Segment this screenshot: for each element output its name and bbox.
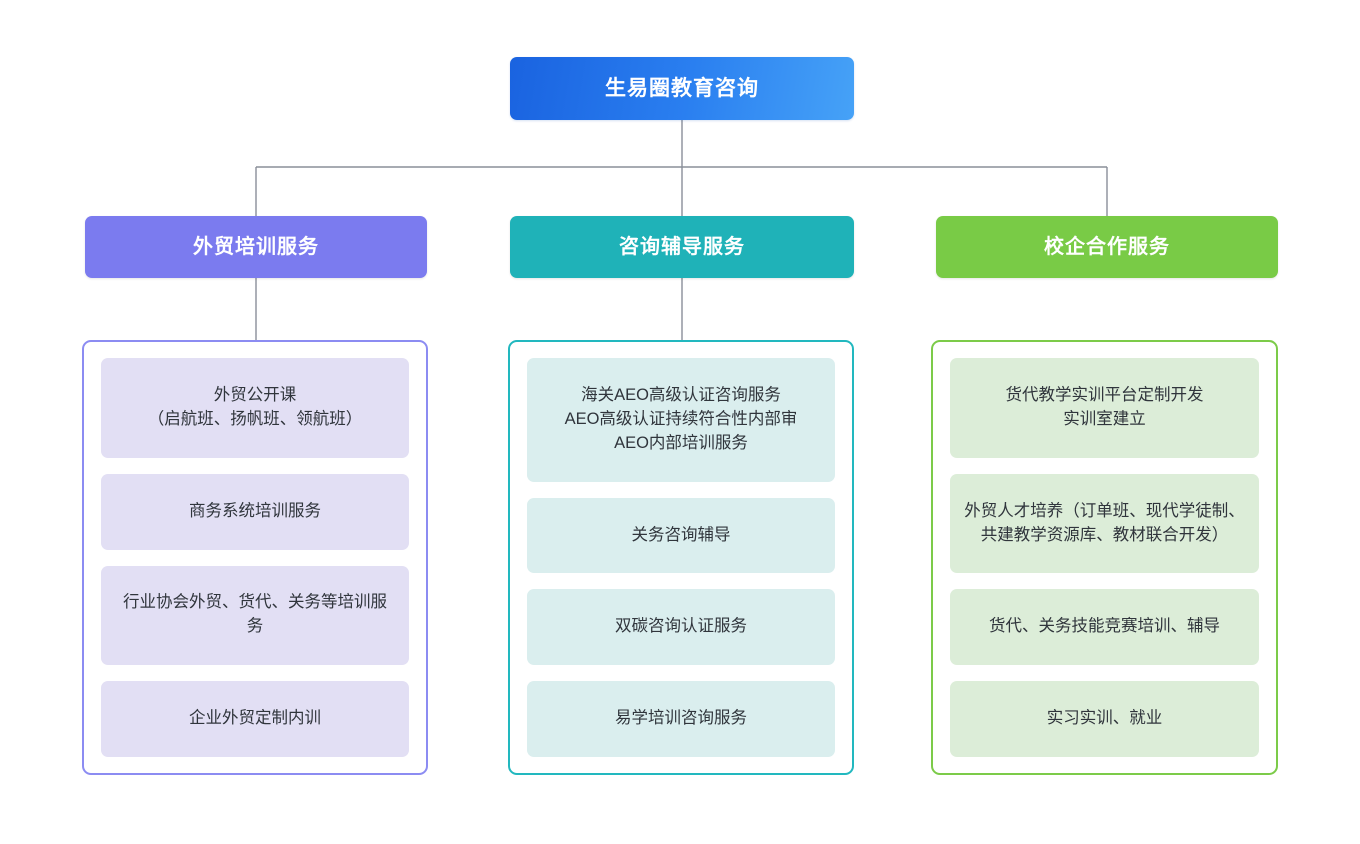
branch-body-panel-consulting-guidance: 海关AEO高级认证咨询服务 AEO高级认证持续符合性内部审 AEO内部培训服务 …	[508, 340, 854, 775]
root-node-label: 生易圈教育咨询	[605, 76, 759, 100]
service-item-card[interactable]: 货代、关务技能竞赛培训、辅导	[950, 589, 1259, 666]
service-item-label: 易学培训咨询服务	[615, 709, 747, 728]
service-item-label: 企业外贸定制内训	[189, 709, 321, 728]
service-item-label: 实习实训、就业	[1046, 709, 1163, 728]
service-item-label: 货代教学实训平台定制开发 实训室建立	[1005, 385, 1204, 428]
branch-header-label: 咨询辅导服务	[619, 236, 745, 258]
branch-header-label: 校企合作服务	[1044, 236, 1170, 258]
branch-header-foreign-trade-training[interactable]: 外贸培训服务	[85, 216, 427, 278]
service-item-card[interactable]: 双碳咨询认证服务	[527, 589, 835, 666]
branch-header-label: 外贸培训服务	[193, 236, 319, 258]
service-item-card[interactable]: 外贸公开课 （启航班、扬帆班、领航班）	[101, 358, 409, 458]
service-item-label: 关务咨询辅导	[631, 525, 731, 544]
service-item-label: 海关AEO高级认证咨询服务 AEO高级认证持续符合性内部审 AEO内部培训服务	[564, 385, 798, 452]
service-item-card[interactable]: 外贸人才培养（订单班、现代学徒制、共建教学资源库、教材联合开发）	[950, 473, 1259, 574]
service-item-card[interactable]: 商务系统培训服务	[101, 473, 409, 550]
service-item-card[interactable]: 关务咨询辅导	[527, 497, 835, 574]
service-item-label: 货代、关务技能竞赛培训、辅导	[989, 617, 1220, 636]
branch-header-consulting-guidance[interactable]: 咨询辅导服务	[510, 216, 854, 278]
service-item-card[interactable]: 易学培训咨询服务	[527, 681, 835, 758]
service-item-card[interactable]: 行业协会外贸、货代、关务等培训服务	[101, 565, 409, 666]
service-item-card[interactable]: 海关AEO高级认证咨询服务 AEO高级认证持续符合性内部审 AEO内部培训服务	[527, 358, 835, 482]
branch-column-school-enterprise-cooperation: 校企合作服务 货代教学实训平台定制开发 实训室建立 外贸人才培养（订单班、现代学…	[931, 216, 1278, 775]
branch-body-panel-foreign-trade-training: 外贸公开课 （启航班、扬帆班、领航班） 商务系统培训服务 行业协会外贸、货代、关…	[82, 340, 428, 775]
branch-column-foreign-trade-training: 外贸培训服务 外贸公开课 （启航班、扬帆班、领航班） 商务系统培训服务 行业协会…	[82, 216, 428, 775]
service-item-label: 外贸人才培养（订单班、现代学徒制、共建教学资源库、教材联合开发）	[964, 501, 1245, 544]
service-item-card[interactable]: 企业外贸定制内训	[101, 681, 409, 758]
service-item-label: 双碳咨询认证服务	[615, 617, 747, 636]
service-item-label: 行业协会外贸、货代、关务等培训服务	[123, 593, 387, 636]
service-item-card[interactable]: 实习实训、就业	[950, 681, 1259, 758]
root-node[interactable]: 生易圈教育咨询	[510, 57, 854, 120]
branch-header-school-enterprise-cooperation[interactable]: 校企合作服务	[936, 216, 1278, 278]
service-item-label: 外贸公开课 （启航班、扬帆班、领航班）	[147, 385, 363, 428]
branch-body-panel-school-enterprise-cooperation: 货代教学实训平台定制开发 实训室建立 外贸人才培养（订单班、现代学徒制、共建教学…	[931, 340, 1278, 775]
service-item-card[interactable]: 货代教学实训平台定制开发 实训室建立	[950, 358, 1259, 458]
branch-column-consulting-guidance: 咨询辅导服务 海关AEO高级认证咨询服务 AEO高级认证持续符合性内部审 AEO…	[508, 216, 854, 775]
service-item-label: 商务系统培训服务	[189, 501, 321, 520]
